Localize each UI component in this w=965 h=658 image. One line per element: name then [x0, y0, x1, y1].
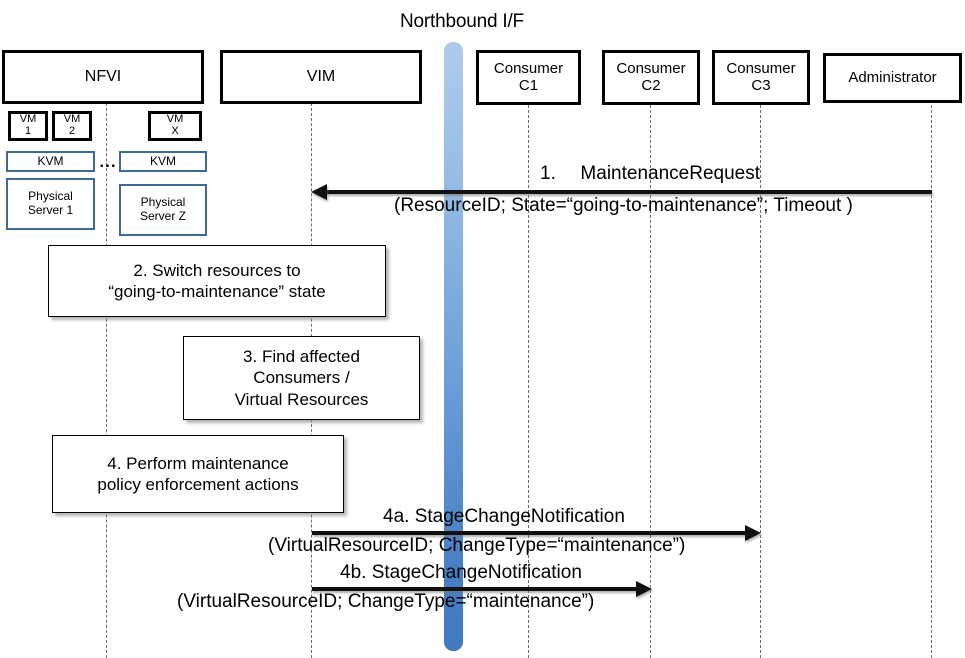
- step-3-line2: Consumers /: [253, 368, 350, 388]
- lifeline-head-vim[interactable]: VIM: [220, 50, 422, 104]
- page-title: Northbound I/F: [400, 11, 524, 32]
- northbound-interface-bar: [444, 42, 463, 651]
- lifeline-c3: [760, 105, 761, 658]
- message-1-number: 1.: [540, 163, 556, 184]
- lifeline-head-nfvi[interactable]: NFVI: [2, 50, 204, 104]
- step-box-4[interactable]: 4. Perform maintenance policy enforcemen…: [52, 435, 344, 513]
- message-1-name: MaintenanceRequest: [580, 163, 760, 184]
- kvm-box-1[interactable]: KVM: [6, 151, 95, 172]
- message-1-arrowhead: [311, 184, 327, 200]
- lifeline-head-administrator[interactable]: Administrator: [823, 53, 962, 103]
- lifeline-label-c2-line1: Consumer: [616, 59, 686, 77]
- step-box-2[interactable]: 2. Switch resources to “going-to-mainten…: [48, 245, 386, 317]
- physical-server-1-line1: Physical: [28, 189, 73, 204]
- lifeline-c1: [528, 105, 529, 658]
- step-4-line2: policy enforcement actions: [97, 475, 299, 494]
- physical-server-z-box[interactable]: Physical Server Z: [119, 184, 207, 236]
- vm-x-line1: VM: [166, 113, 184, 126]
- message-4b-line: [312, 587, 637, 591]
- physical-server-z-line1: Physical: [140, 195, 186, 210]
- step-2-line1: 2. Switch resources to: [133, 260, 301, 280]
- message-4a-arrowhead: [745, 525, 761, 541]
- step-box-3[interactable]: 3. Find affected Consumers / Virtual Res…: [183, 336, 420, 420]
- vm-x-line2: X: [171, 125, 179, 137]
- vm-box-1[interactable]: VM 1: [8, 111, 48, 141]
- lifeline-head-consumer-c2[interactable]: Consumer C2: [602, 50, 700, 105]
- kvm-1-label: KVM: [37, 153, 64, 168]
- lifeline-label-c1-line2: C1: [518, 76, 539, 94]
- physical-server-z-line2: Server Z: [139, 209, 186, 223]
- kvm-box-2[interactable]: KVM: [119, 151, 207, 172]
- physical-server-1-line2: Server 1: [27, 203, 74, 217]
- step-2-line2: “going-to-maintenance” state: [108, 282, 326, 301]
- lifeline-label-c2-line2: C2: [641, 76, 661, 94]
- message-4a-number: 4a.: [383, 506, 410, 527]
- message-4a-label: 4a. StageChangeNotification: [383, 506, 625, 528]
- physical-server-1-box[interactable]: Physical Server 1: [6, 178, 95, 230]
- vm-1-line1: VM: [19, 113, 37, 126]
- message-4a-line: [312, 531, 746, 535]
- lifeline-label-c3-line1: Consumer: [726, 59, 796, 77]
- lifeline-label-vim: VIM: [306, 68, 336, 86]
- message-4a-params: (VirtualResourceID; ChangeType=“maintena…: [268, 535, 686, 556]
- kvm-2-label: KVM: [149, 153, 176, 168]
- lifeline-c2: [650, 105, 651, 658]
- lifeline-label-admin: Administrator: [848, 68, 937, 86]
- step-3-line1: 3. Find affected: [243, 347, 360, 367]
- vm-1-line2: 1: [24, 125, 32, 137]
- message-1-line: [325, 190, 932, 194]
- lifeline-head-consumer-c3[interactable]: Consumer C3: [712, 50, 810, 105]
- message-4a-name: StageChangeNotification: [414, 506, 625, 527]
- message-4b-label: 4b. StageChangeNotification: [340, 562, 582, 584]
- lifeline-label-nfvi: NFVI: [84, 68, 122, 86]
- message-4b-name: StageChangeNotification: [371, 562, 582, 583]
- lifeline-label-c1-line1: Consumer: [493, 59, 564, 77]
- lifeline-head-consumer-c1[interactable]: Consumer C1: [476, 50, 581, 105]
- vm-box-2[interactable]: VM 2: [52, 111, 92, 141]
- message-1-label: 1. MaintenanceRequest: [540, 163, 760, 185]
- vm-box-x[interactable]: VM X: [148, 111, 202, 141]
- step-4-line1: 4. Perform maintenance: [107, 453, 289, 473]
- message-1-params: (ResourceID; State=“going-to-maintenance…: [394, 195, 853, 216]
- message-4b-params: (VirtualResourceID; ChangeType=“maintena…: [177, 591, 595, 612]
- lifeline-label-c3-line2: C3: [751, 76, 771, 94]
- message-4b-number: 4b.: [340, 562, 367, 583]
- message-4b-arrowhead: [636, 581, 652, 597]
- vm-2-line2: 2: [68, 125, 76, 137]
- infrastructure-ellipsis: ...: [99, 152, 117, 171]
- vm-2-line1: VM: [63, 113, 81, 126]
- lifeline-nfvi: [106, 103, 107, 658]
- lifeline-admin: [931, 105, 932, 658]
- step-3-line3: Virtual Resources: [234, 389, 369, 409]
